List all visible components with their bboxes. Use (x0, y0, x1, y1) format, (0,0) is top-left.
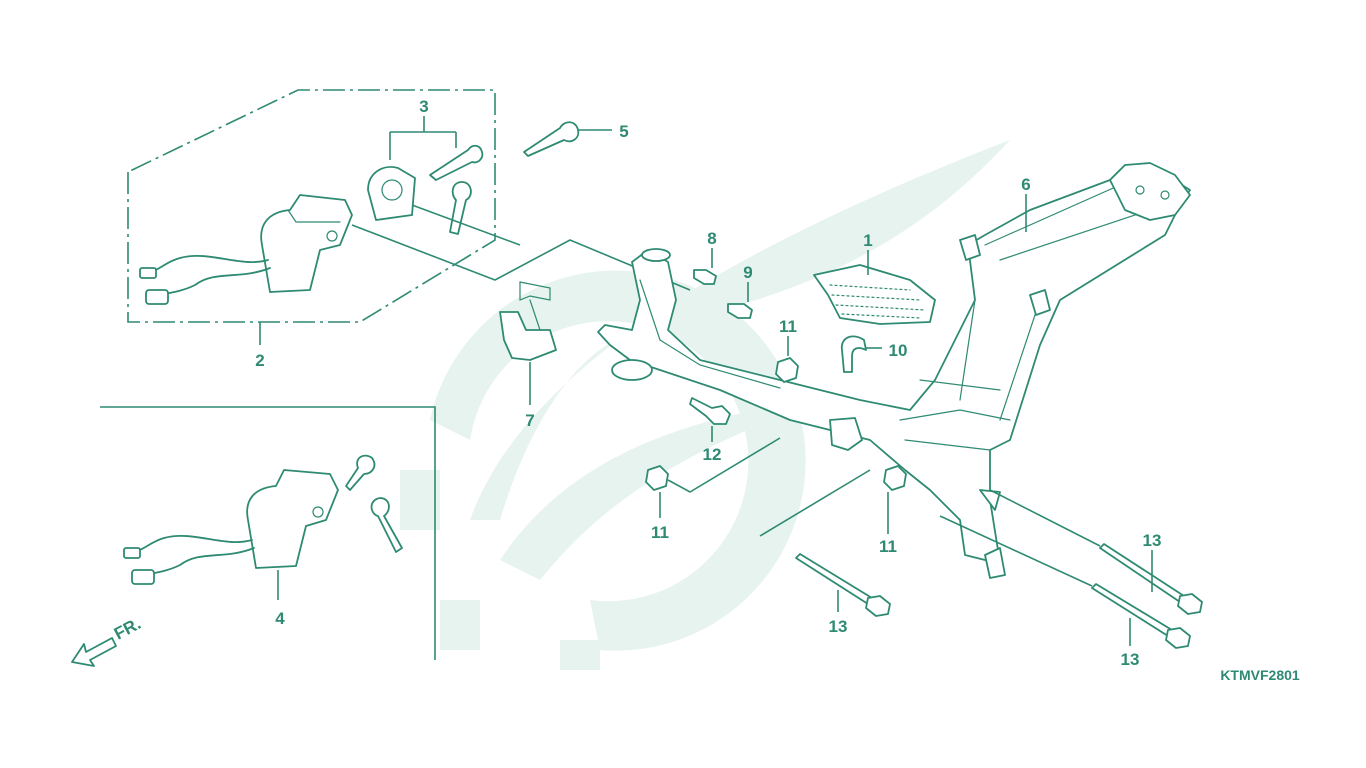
kit-group-4-outline (100, 406, 436, 660)
callout-13-lower: 13 (829, 617, 848, 636)
callout-6: 6 (1021, 175, 1030, 194)
callout-8: 8 (707, 229, 716, 248)
bolt-13-rear (939, 515, 1191, 649)
kit-group-2-outline (127, 89, 496, 323)
callout-4: 4 (275, 609, 285, 628)
diagram-code: KTMVF2801 (1220, 667, 1300, 683)
key-blank-5 (523, 121, 612, 157)
callout-13-rear: 13 (1121, 650, 1140, 669)
callout-11-left: 11 (651, 523, 669, 542)
bolt-13-upper (989, 489, 1203, 615)
bolt-13-lower (759, 469, 891, 617)
callout-11-upper: 11 (779, 317, 797, 336)
frame-body (597, 162, 1191, 579)
clamp-10 (840, 335, 882, 373)
callout-11-right: 11 (879, 537, 897, 556)
bolt-8 (693, 248, 717, 285)
ignition-switch-assembly (139, 194, 691, 305)
front-label: FR. (111, 614, 144, 644)
callout-5: 5 (619, 122, 628, 141)
callout-10: 10 (889, 341, 908, 360)
bolt-12 (689, 397, 731, 442)
callout-2: 2 (255, 351, 264, 370)
ignition-switch-assembly-alt (123, 454, 403, 600)
callout-9: 9 (743, 263, 752, 282)
callout-12: 12 (703, 445, 722, 464)
callout-3: 3 (419, 97, 428, 116)
bracket-3 (389, 116, 457, 160)
frame-cover-1 (813, 250, 936, 325)
bracket-7 (499, 281, 557, 405)
front-direction-arrow (71, 637, 117, 667)
bolt-9 (727, 282, 753, 319)
key-cylinder-set (367, 144, 521, 246)
callout-1: 1 (863, 231, 872, 250)
callout-7: 7 (525, 411, 534, 430)
nut-11-right (883, 465, 907, 534)
callout-13-upper: 13 (1143, 531, 1162, 550)
nut-11-upper (775, 336, 799, 383)
nut-11-left (645, 437, 781, 518)
